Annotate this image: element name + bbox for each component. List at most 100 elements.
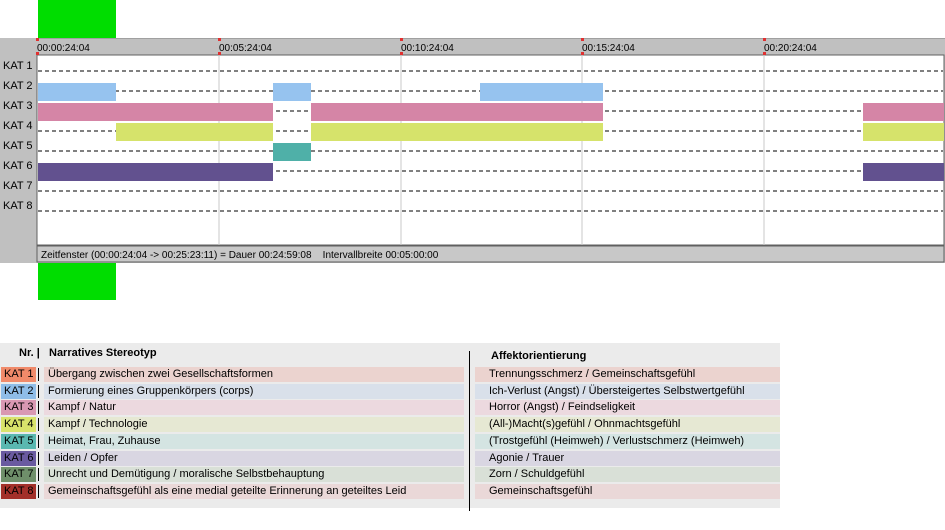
status-text: Zeitfenster (00:00:24:04 -> 00:25:23:11)… [41,250,439,261]
tick-marker [581,38,584,41]
kat-badge: KAT 4 [1,417,36,433]
legend-row: KAT 2 Formierung eines Gruppenkörpers (co… [0,383,780,399]
row-band [475,383,780,399]
kat-badge: KAT 8 [1,483,36,499]
segment-kat-2[interactable] [273,83,311,101]
legend-table: Nr. | Narratives Stereotyp Affektorienti… [0,343,780,511]
segment-kat-2[interactable] [480,83,603,101]
row-band [44,417,464,433]
timeline-plot-area[interactable] [36,54,945,246]
green-marker-top [38,0,116,38]
segment-kat-6[interactable] [863,163,944,181]
row-band [44,383,464,399]
kat-badge: KAT 5 [1,433,36,449]
affekt-text: Gemeinschaftsgefühl [489,484,593,497]
header-nr: Nr. | [19,347,40,359]
legend-row: KAT 5 Heimat, Frau, Zuhause (Trostgefühl (… [0,433,780,449]
segment-kat-5[interactable] [273,143,311,161]
time-tick-label: 00:15:24:04 [582,43,635,54]
stereotyp-text: Übergang zwischen zwei Gesellschaftsform… [48,368,273,380]
row-band [475,483,780,499]
segment-kat-3[interactable] [863,103,944,121]
row-label: KAT 8 [3,200,33,212]
header-affekt: Affektorientierung [491,350,587,362]
segment-kat-4[interactable] [116,123,273,141]
timeline-panel[interactable]: 00:00:24:04 00:05:24:04 00:10:24:04 00:15:2… [0,38,945,263]
legend-row: KAT 1 Übergang zwischen zwei Gesellschaft… [0,367,780,382]
nr-separator [38,401,39,415]
tick-marker [581,52,584,55]
row-band [475,450,780,466]
row-band [475,467,780,483]
stereotyp-text: Leiden / Opfer [48,451,118,464]
stereotyp-text: Unrecht und Demütigung / moralische Selb… [48,468,325,481]
affekt-text: (Trostgefühl (Heimweh) / Verlustschmerz … [489,434,745,447]
legend-row: KAT 4 Kampf / Technologie (All-)Macht(s)ge… [0,417,780,433]
kat-badge: KAT 3 [1,400,36,416]
tick-marker [36,52,39,55]
row-band [475,433,780,449]
affekt-text: Ich-Verlust (Angst) / Übersteigertes Sel… [489,384,745,397]
affekt-text: (All-)Macht(s)gefühl / Ohnmachtsgefühl [489,418,681,431]
kat-badge: KAT 2 [1,383,36,399]
affekt-text: Agonie / Trauer [489,451,565,464]
affekt-text: Horror (Angst) / Feindseligkeit [489,401,636,414]
time-tick-label: 00:00:24:04 [37,43,90,54]
row-band [44,450,464,466]
nr-separator [38,368,39,381]
stereotyp-text: Kampf / Technologie [48,418,148,431]
segment-kat-4[interactable] [863,123,944,141]
legend-row: KAT 8 Gemeinschaftsgefühl als eine medial… [0,483,780,499]
time-tick-label: 00:05:24:04 [219,43,272,54]
row-label: KAT 4 [3,120,33,132]
segment-kat-3[interactable] [38,103,273,121]
kat-badge: KAT 1 [1,367,36,382]
row-band [44,400,464,416]
tick-marker [763,52,766,55]
stereotyp-text: Kampf / Natur [48,401,116,414]
tick-marker [763,38,766,41]
row-label: KAT 7 [3,180,33,192]
row-band [475,417,780,433]
nr-separator [38,451,39,465]
kat-badge: KAT 6 [1,450,36,466]
row-label: KAT 5 [3,140,33,152]
affekt-text: Trennungsschmerz / Gemeinschaftsgefühl [489,368,696,380]
tick-marker [36,38,39,41]
nr-separator [38,484,39,498]
row-label: KAT 1 [3,60,33,72]
tick-marker [218,38,221,41]
segment-kat-6[interactable] [38,163,273,181]
row-label: KAT 3 [3,100,33,112]
timeline-header [37,38,945,55]
nr-separator [38,434,39,448]
legend-row: KAT 3 Kampf / Natur Horror (Angst) / Feind… [0,400,780,416]
segment-kat-4[interactable] [311,123,603,141]
column-divider [469,351,470,511]
green-marker-bottom [38,263,116,300]
stereotyp-text: Heimat, Frau, Zuhause [48,434,161,447]
header-stereotyp: Narratives Stereotyp [49,347,157,359]
legend-row: KAT 7 Unrecht und Demütigung / moralische… [0,467,780,483]
tick-marker [400,38,403,41]
row-band [475,367,780,382]
segment-kat-3[interactable] [311,103,603,121]
row-band [44,467,464,483]
row-band [475,400,780,416]
segment-kat-2[interactable] [38,83,116,101]
row-band [44,483,464,499]
tick-marker [400,52,403,55]
nr-separator [38,418,39,432]
tick-marker [218,52,221,55]
time-tick-label: 00:10:24:04 [401,43,454,54]
stereotyp-text: Formierung eines Gruppenkörpers (corps) [48,384,254,397]
row-band [44,433,464,449]
stereotyp-text: Gemeinschaftsgefühl als eine medial gete… [48,484,407,497]
nr-separator [38,384,39,398]
row-band [44,367,464,382]
kat-badge: KAT 7 [1,467,36,483]
affekt-text: Zorn / Schuldgefühl [489,468,585,481]
time-tick-label: 00:20:24:04 [764,43,817,54]
legend-row: KAT 6 Leiden / Opfer Agonie / Trauer [0,450,780,466]
status-bar [36,245,945,263]
